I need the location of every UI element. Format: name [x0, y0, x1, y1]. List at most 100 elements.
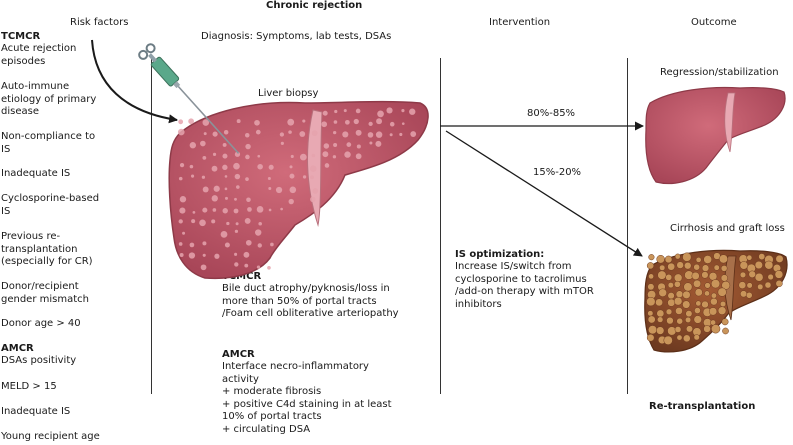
nodule [213, 185, 220, 192]
nodule [343, 109, 347, 113]
nodule [235, 222, 239, 226]
nodule [657, 316, 664, 323]
nodule [279, 132, 285, 137]
nodule [647, 283, 655, 291]
nodule [178, 219, 183, 224]
syringe-icon [138, 43, 240, 154]
nodule [202, 119, 210, 126]
nodule [693, 263, 700, 271]
nodule [234, 197, 237, 201]
nodule [254, 119, 260, 126]
nodule [244, 263, 249, 268]
nodule [667, 298, 676, 307]
nodule [200, 140, 206, 147]
nodule [224, 196, 228, 200]
nodule [722, 327, 729, 335]
nodule [202, 241, 207, 246]
nodule [685, 316, 692, 323]
nodule [667, 326, 677, 336]
nodule [268, 187, 272, 191]
nodule [309, 165, 317, 172]
nodule [323, 143, 330, 149]
regression-liver-illustration [645, 86, 786, 185]
nodule [665, 308, 673, 315]
nodule [322, 110, 328, 116]
nodule [389, 121, 395, 127]
nodule [178, 242, 183, 246]
nodule [703, 255, 713, 264]
nodule [693, 279, 702, 288]
nodule [234, 229, 239, 233]
nodule [211, 165, 218, 172]
nodule [646, 333, 655, 342]
nodule [739, 261, 749, 270]
nodule [701, 264, 710, 272]
liver-biopsy-label: Liver biopsy [258, 88, 319, 99]
arrow-bottom-percentage: 15%-20% [533, 167, 582, 178]
risk-tcmcr-heading: TCMCR [1, 31, 41, 42]
nodule [648, 273, 654, 280]
nodule [342, 131, 349, 138]
nodule [179, 196, 187, 203]
nodule [675, 290, 684, 298]
nodule [236, 119, 241, 124]
is-optimization-details: Increase IS/switch from cyclosporine to … [455, 261, 594, 310]
nodule [220, 230, 228, 238]
nodule [280, 207, 283, 211]
nodule [212, 152, 217, 156]
nodule [754, 272, 764, 282]
risk-factor-item: Donor age > 40 [1, 318, 81, 329]
nodule [647, 315, 656, 324]
nodule [663, 335, 673, 345]
nodule [245, 239, 252, 246]
nodule [758, 253, 766, 260]
nodule [355, 108, 361, 114]
nodule [203, 132, 207, 136]
nodule [268, 208, 272, 212]
nodule [658, 288, 667, 297]
risk-factor-item: DSAs positivity [1, 355, 77, 366]
nodule [270, 242, 274, 247]
nodule [376, 118, 383, 125]
column-header-risk-factors: Risk factors [70, 17, 129, 28]
risk-factor-item: MELD > 15 [1, 381, 57, 392]
nodule [256, 206, 264, 213]
nodule [693, 315, 702, 324]
nodule [775, 254, 784, 263]
nodule [740, 290, 748, 298]
cirrhosis-nodules [646, 252, 784, 345]
nodule [720, 274, 728, 282]
nodule [333, 130, 337, 135]
nodule [332, 155, 337, 159]
nodule [324, 163, 330, 168]
nodule [222, 153, 228, 159]
nodule [710, 279, 721, 289]
nodule [694, 307, 701, 314]
nodule [310, 175, 314, 180]
nodule [244, 217, 251, 224]
nodule [710, 292, 717, 299]
nodule [667, 262, 676, 271]
nodule [695, 256, 702, 263]
risk-factor-item: Young recipient age [1, 431, 100, 442]
nodule [178, 176, 183, 181]
nodule [202, 253, 206, 257]
nodule [302, 119, 306, 123]
nodule [244, 133, 250, 138]
nodule [656, 254, 665, 264]
nodule [257, 154, 261, 158]
nodule [287, 118, 295, 126]
nodule [256, 265, 261, 269]
nodule [682, 290, 691, 299]
nodule [258, 221, 262, 226]
nodule [333, 120, 338, 124]
nodule [703, 325, 711, 333]
nodule [647, 310, 654, 317]
nodule [289, 165, 293, 169]
nodule [667, 282, 674, 289]
nodule [704, 290, 710, 297]
nodule [257, 163, 263, 170]
nodule [685, 310, 693, 318]
nodule [673, 296, 683, 306]
nodule [646, 296, 656, 307]
